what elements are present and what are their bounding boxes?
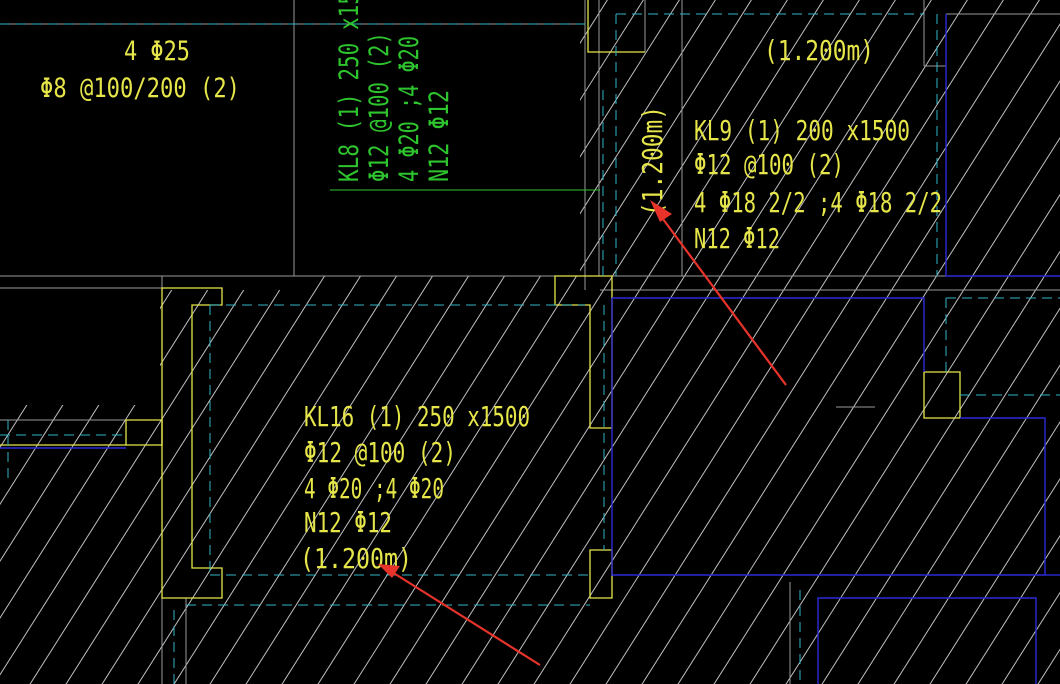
kl16-line-4: N12 Φ12 — [304, 506, 392, 539]
hatch-line — [811, 0, 1060, 684]
kl8-line-4: N12 Φ12 — [424, 90, 455, 182]
hatch-line — [955, 0, 1060, 684]
hatch-line — [451, 0, 909, 684]
arrow-to-vertical-elevation — [659, 214, 787, 386]
vertical-elevation-group: (1.200m) — [636, 106, 669, 216]
hatch-line — [271, 0, 729, 684]
hatch-line — [199, 0, 657, 684]
top-right-elevation: (1.200m) — [764, 34, 874, 67]
hatch-line — [883, 0, 1060, 684]
hatch-line — [631, 0, 1060, 684]
vertical-elevation: (1.200m) — [636, 106, 669, 216]
hatch-line — [919, 0, 1060, 684]
kl16-line-3: 4 Φ20 ;4 Φ20 — [304, 472, 444, 505]
hatch-line — [379, 0, 837, 684]
kl9-line-2: Φ12 @100 (2) — [694, 148, 844, 181]
kl9-line-3: 4 Φ18 2/2 ;4 Φ18 2/2 — [694, 186, 942, 219]
hidden-lines — [0, 13, 1060, 684]
kl16-line-2: Φ12 @100 (2) — [304, 436, 456, 469]
kl8-line-2: Φ12 @100 (2) — [364, 32, 395, 182]
kl16-line-1: KL16 (1) 250 x1500 — [304, 400, 530, 433]
kl8-line-1: KL8 (1) 250 x15 — [334, 0, 365, 182]
arrow-head-icon — [378, 564, 400, 578]
kl9-line-4: N12 Φ12 — [694, 222, 780, 255]
arrow-head-icon — [650, 200, 672, 222]
hatch-line — [559, 0, 1017, 684]
kl16-label-group: KL16 (1) 250 x1500 Φ12 @100 (2) 4 Φ20 ;4… — [300, 400, 530, 575]
hatch-line — [775, 0, 1060, 684]
hatch-line — [595, 0, 1053, 684]
kl8-label-group: KL8 (1) 250 x15 Φ12 @100 (2) 4 Φ20 ;4 Φ2… — [334, 0, 455, 182]
top-left-stirrup-text: Φ8 @100/200 (2) — [40, 73, 240, 104]
hatch-line — [487, 0, 945, 684]
hatch-line — [847, 0, 1060, 684]
top-right-elevation-group: (1.200m) — [764, 34, 874, 67]
arrow-to-kl16-elevation — [391, 571, 541, 666]
hatch-line — [343, 0, 801, 684]
hatch-line — [415, 0, 873, 684]
slab-boundaries — [0, 14, 1060, 684]
hatch-line — [307, 0, 765, 684]
hatch-line — [739, 0, 1060, 684]
kl9-label-group: KL9 (1) 200 x1500 Φ12 @100 (2) 4 Φ18 2/2… — [694, 114, 942, 255]
annotation-arrows — [378, 200, 787, 666]
hatch-line — [703, 0, 1060, 684]
hatch-line — [667, 0, 1060, 684]
top-left-rebar-text: 4 Φ25 — [124, 36, 190, 67]
top-left-label-group: 4 Φ25 Φ8 @100/200 (2) — [40, 36, 240, 104]
kl8-line-3: 4 Φ20 ;4 Φ20 — [394, 36, 425, 182]
kl9-line-1: KL9 (1) 200 x1500 — [694, 114, 910, 147]
